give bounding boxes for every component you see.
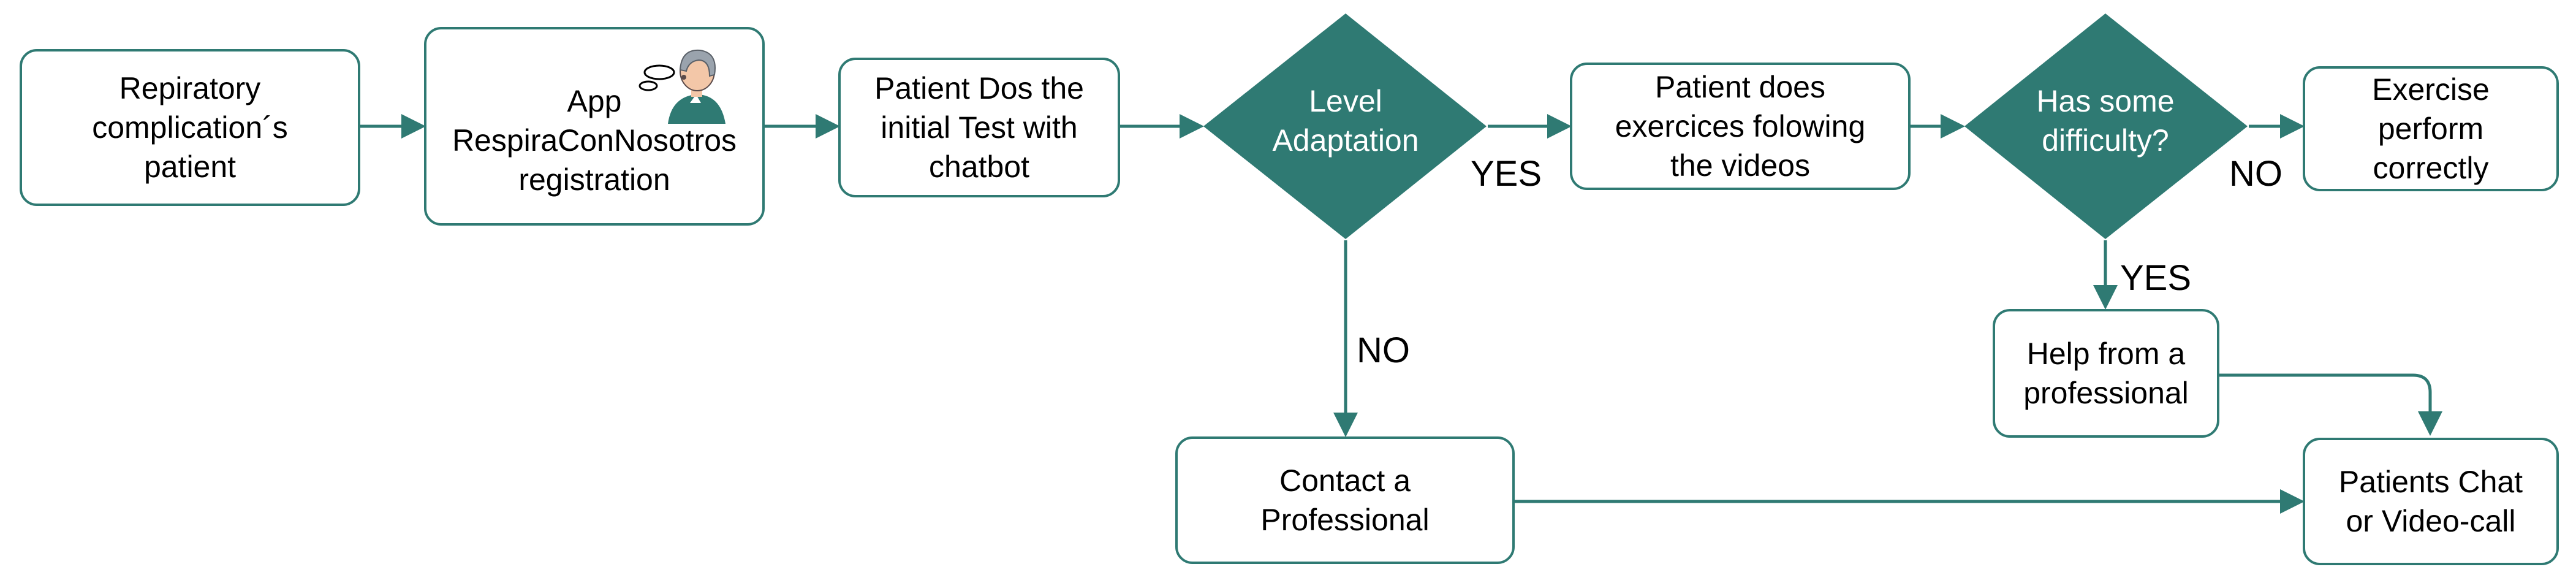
perform-correctly-node: Exercise perform correctly bbox=[2303, 66, 2559, 191]
exercises-node: Patient does exercices folowing the vide… bbox=[1570, 63, 1911, 190]
difficulty-label: Has some difficulty? bbox=[2036, 84, 2175, 158]
patient-node: Repiratory complication´s patient bbox=[20, 49, 360, 206]
difficulty-no-label: NO bbox=[2229, 154, 2282, 194]
help-professional-label: Help from a professional bbox=[2023, 337, 2189, 410]
chat-videocall-label: Patients Chat or Video-call bbox=[2338, 465, 2523, 538]
level-no-label: NO bbox=[1357, 330, 1410, 370]
help-professional-node: Help from a professional bbox=[1993, 309, 2219, 438]
exercises-label: Patient does exercices folowing the vide… bbox=[1615, 70, 1866, 183]
initial-test-label: Patient Dos the initial Test with chatbo… bbox=[874, 71, 1084, 184]
perform-correctly-label: Exercise perform correctly bbox=[2372, 72, 2490, 185]
person-breathing-icon bbox=[638, 49, 725, 124]
contact-professional-node: Contact a Professional bbox=[1175, 436, 1515, 564]
level-adaptation-label: Level Adaptation bbox=[1272, 84, 1419, 158]
app-registration-node: App RespiraConNosotros registration bbox=[424, 27, 765, 226]
contact-professional-label: Contact a Professional bbox=[1260, 463, 1430, 537]
patient-node-label: Repiratory complication´s patient bbox=[92, 71, 288, 184]
difficulty-diamond bbox=[1964, 13, 2248, 239]
level-adaptation-diamond bbox=[1203, 13, 1487, 239]
app-registration-label: App RespiraConNosotros registration bbox=[452, 84, 737, 197]
difficulty-yes-label: YES bbox=[2120, 258, 2192, 298]
initial-test-node: Patient Dos the initial Test with chatbo… bbox=[838, 58, 1120, 197]
level-yes-label: YES bbox=[1471, 154, 1542, 194]
arrow-help-to-chat bbox=[2219, 373, 2442, 436]
chat-videocall-node: Patients Chat or Video-call bbox=[2303, 438, 2559, 565]
